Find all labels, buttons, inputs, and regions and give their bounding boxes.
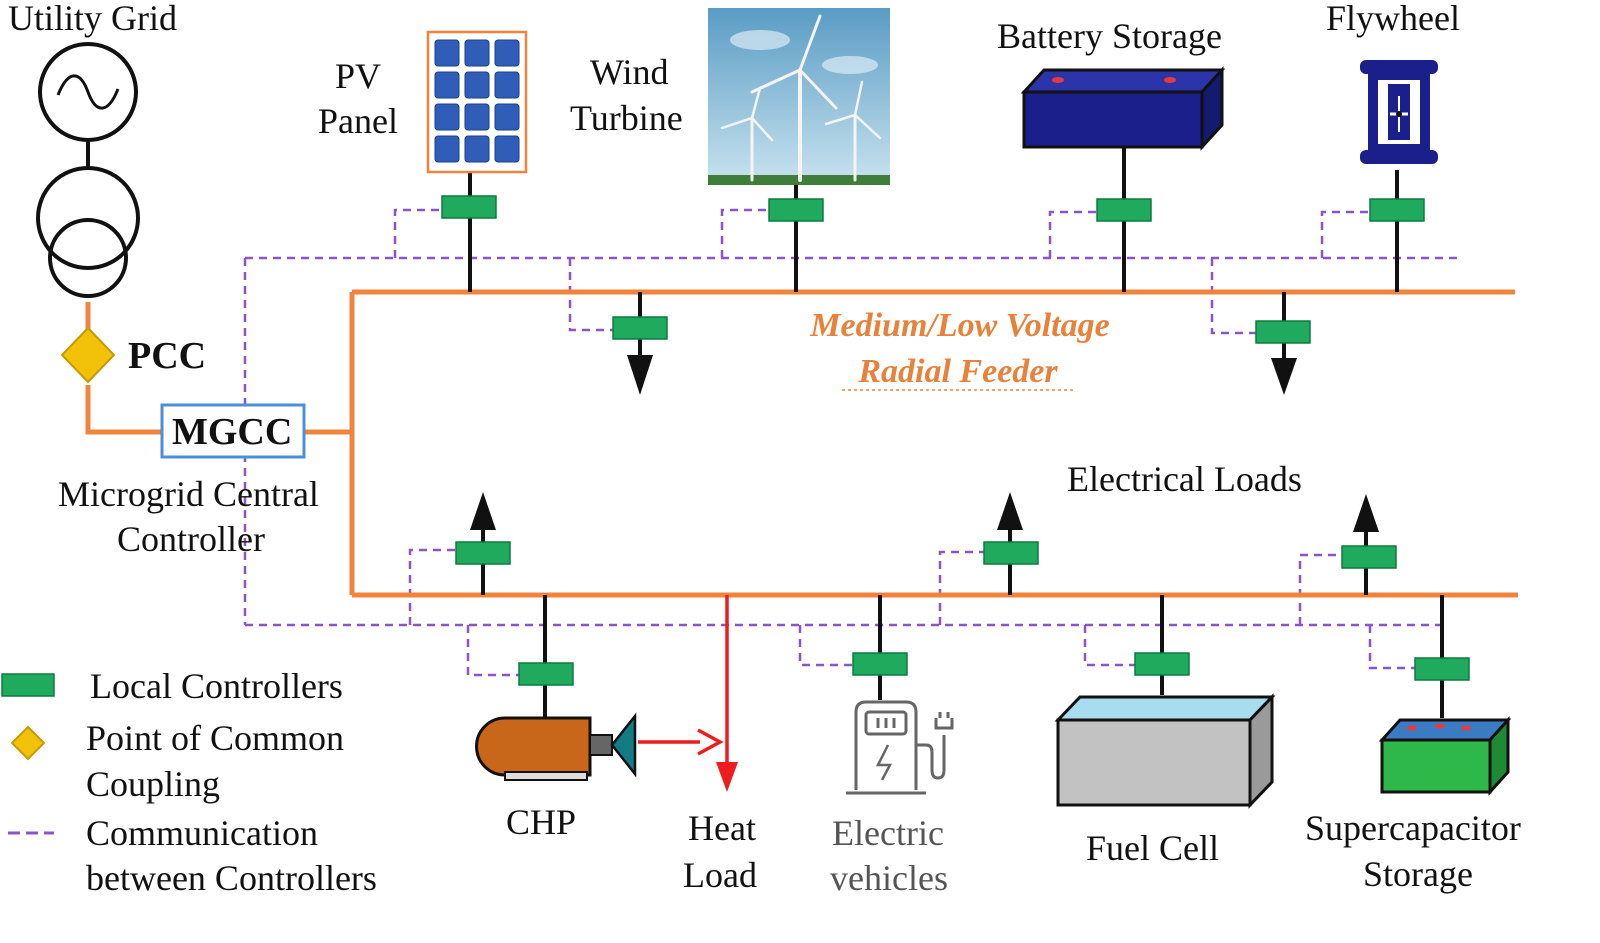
pv-panel-icon <box>426 30 528 174</box>
controller-load-up-2 <box>983 541 1039 565</box>
fuel-cell-label: Fuel Cell <box>1086 828 1219 868</box>
pv-label-line1: PV <box>335 56 381 96</box>
legend: Local Controllers Point of Common Coupli… <box>1 666 377 898</box>
battery-storage-icon <box>1020 66 1226 151</box>
legend-comm-line1: Communication <box>86 813 318 853</box>
mgcc-desc-line2: Controller <box>117 519 265 559</box>
transformer-icon <box>36 166 140 270</box>
legend-pcc-line1: Point of Common <box>86 718 344 758</box>
controller-load-down-1 <box>612 316 668 340</box>
legend-local-controllers: Local Controllers <box>90 666 343 706</box>
load-arrow-down-2 <box>1271 358 1297 395</box>
legend-controller-swatch <box>1 673 55 697</box>
controller-load-up-3 <box>1341 545 1397 569</box>
chp-icon <box>475 712 637 781</box>
controller-load-down-2 <box>1255 320 1311 344</box>
controller-fuel-cell <box>1134 652 1190 676</box>
ev-charger-icon <box>846 700 954 795</box>
feeder-label-line1: Medium/Low Voltage <box>809 307 1109 344</box>
mgcc-box <box>160 403 306 459</box>
supercap-label-line1: Supercapacitor <box>1305 808 1521 848</box>
load-arrow-up-3 <box>1353 494 1379 532</box>
ev-label-line1: Electric <box>832 813 944 853</box>
local-controllers <box>441 195 1470 686</box>
utility-grid-symbol <box>36 42 140 298</box>
electrical-load-arrows <box>470 355 1379 532</box>
controller-wind <box>768 198 824 222</box>
controller-pv <box>441 195 497 219</box>
battery-storage-label: Battery Storage <box>997 16 1222 56</box>
legend-pcc-swatch <box>10 725 46 761</box>
chp-label: CHP <box>506 802 576 842</box>
controller-flywheel <box>1369 198 1425 222</box>
pcc-label: PCC <box>128 335 206 377</box>
load-arrow-down-1 <box>627 355 653 395</box>
pcc-diamond <box>60 326 116 384</box>
mgcc-desc-line1: Microgrid Central <box>58 474 319 514</box>
controller-load-up-1 <box>455 541 511 565</box>
communication-lines <box>243 208 1460 677</box>
supercapacitor-icon <box>1378 716 1512 796</box>
wind-turbine-icon <box>708 8 890 185</box>
legend-comm-line2: between Controllers <box>86 858 377 898</box>
controller-chp <box>518 662 574 686</box>
legend-pcc-line2: Coupling <box>86 764 220 804</box>
flywheel-icon <box>1360 60 1438 164</box>
electrical-loads-label: Electrical Loads <box>1067 459 1302 499</box>
heat-load-label-line2: Load <box>683 855 757 895</box>
load-arrow-up-2 <box>997 492 1023 530</box>
load-arrow-up-1 <box>470 492 496 530</box>
utility-grid-label: Utility Grid <box>8 0 177 38</box>
wind-label-line1: Wind <box>590 52 669 92</box>
ac-source-icon <box>38 42 138 142</box>
flywheel-label: Flywheel <box>1326 0 1460 38</box>
wind-label-line2: Turbine <box>570 98 683 138</box>
supercap-label-line2: Storage <box>1363 854 1473 894</box>
ev-label-line2: vehicles <box>830 858 948 898</box>
controller-battery <box>1096 198 1152 222</box>
feeder-label-line2: Radial Feeder <box>857 353 1058 390</box>
controller-ev <box>852 652 908 676</box>
controller-supercap <box>1414 657 1470 681</box>
fuel-cell-icon <box>1054 693 1276 809</box>
mgcc-label: MGCC <box>172 411 292 453</box>
heat-load-label-line1: Heat <box>688 808 756 848</box>
pv-label-line2: Panel <box>318 101 398 141</box>
heat-arrows <box>638 595 738 792</box>
